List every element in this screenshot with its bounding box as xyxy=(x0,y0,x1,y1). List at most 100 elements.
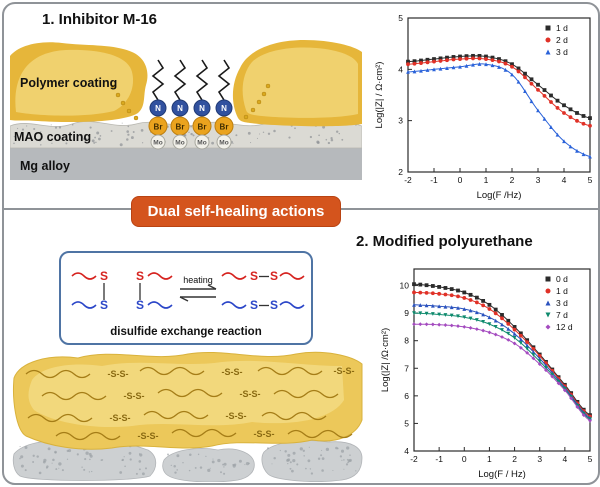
speckle-dot xyxy=(211,141,215,145)
speckle-dot xyxy=(335,130,339,133)
mo-particle xyxy=(194,134,210,150)
sulfur-blue: S xyxy=(250,298,258,312)
x-axis-label: Log(F / Hz) xyxy=(478,469,526,480)
marker-circle xyxy=(545,37,551,43)
marker-triangle xyxy=(471,62,475,67)
speckle-dot xyxy=(287,458,291,462)
chart-text: 3 xyxy=(536,175,541,185)
marker-circle xyxy=(481,303,486,308)
legend-label: 12 d xyxy=(556,322,573,332)
speckle-dot xyxy=(349,454,351,456)
sulfur-red: S xyxy=(250,269,258,283)
speckle-dot xyxy=(45,466,48,469)
polyurethane-coating-highlight xyxy=(28,360,344,428)
marker-triangle-down xyxy=(468,316,473,321)
legend-label: 0 d xyxy=(556,274,568,284)
chart-text: 2 xyxy=(512,454,517,464)
speckle-dot xyxy=(309,135,313,139)
marker-circle xyxy=(575,118,579,123)
marker-triangle-down xyxy=(418,311,423,316)
chain-squiggle xyxy=(157,388,223,398)
speckle-dot xyxy=(222,463,225,466)
marker-triangle xyxy=(516,79,521,84)
marker-diamond xyxy=(412,322,416,327)
speckle-dot xyxy=(91,139,95,143)
speckle-dot xyxy=(192,134,195,137)
speckle-dot xyxy=(33,127,36,131)
speckle-dot xyxy=(341,138,344,141)
marker-diamond xyxy=(474,327,479,332)
speckle-dot xyxy=(291,469,294,473)
chain-squiggle xyxy=(55,431,121,441)
marker-triangle-down xyxy=(481,319,486,324)
blue-chain-squiggle xyxy=(221,301,247,309)
speckle-dot xyxy=(101,459,104,461)
speckle-dot xyxy=(199,466,203,469)
n-headgroup xyxy=(171,99,189,117)
speckle-dot xyxy=(89,458,91,461)
speckle-dot xyxy=(273,129,276,133)
speckle-dot xyxy=(138,453,141,455)
sulfur-blue: S xyxy=(100,298,108,312)
marker-square xyxy=(545,276,551,282)
speckle-dot xyxy=(259,133,261,135)
marker-square xyxy=(437,285,442,289)
legend-label: 2 d xyxy=(556,35,568,45)
speckle-dot xyxy=(287,462,289,465)
speckle-dot xyxy=(99,135,102,137)
marker-circle xyxy=(438,59,443,63)
speckle-dot xyxy=(223,462,227,466)
speckle-dot xyxy=(13,135,16,138)
marker-triangle xyxy=(575,148,579,153)
marker-triangle-down xyxy=(462,315,467,320)
speckle-dot xyxy=(26,125,28,127)
heating-label: heating xyxy=(183,275,213,285)
marker-triangle xyxy=(484,62,488,67)
speckle-dot xyxy=(32,461,35,463)
speckle-dot xyxy=(320,454,323,457)
marker-circle xyxy=(474,300,479,305)
chart-text: -1 xyxy=(435,454,443,464)
alkyl-chain xyxy=(173,59,187,101)
sulfur-red: S xyxy=(136,269,144,283)
marker-square xyxy=(456,288,460,293)
speckle-dot xyxy=(20,464,24,468)
chart-text: -2 xyxy=(410,454,418,464)
chart-text: 0 xyxy=(462,454,467,464)
marker-circle xyxy=(462,296,467,300)
speckle-dot xyxy=(13,142,15,145)
speckle-dot xyxy=(197,453,200,456)
speckle-dot xyxy=(238,459,242,463)
marker-circle xyxy=(451,57,456,62)
marker-triangle xyxy=(474,310,479,315)
marker-triangle-down xyxy=(545,312,551,318)
marker-diamond xyxy=(506,337,511,342)
marker-triangle xyxy=(531,350,536,354)
marker-triangle xyxy=(525,343,530,348)
marker-triangle xyxy=(562,139,566,144)
speckle-dot xyxy=(220,471,222,474)
speckle-dot xyxy=(355,470,357,472)
marker-diamond xyxy=(418,322,423,327)
speckle-dot xyxy=(141,472,145,476)
marker-diamond xyxy=(537,362,542,367)
alkyl-chain xyxy=(217,59,231,101)
marker-triangle-down xyxy=(437,312,442,317)
marker-circle xyxy=(545,288,551,294)
marker-circle xyxy=(425,60,430,65)
panel1-title: 1. Inhibitor M-16 xyxy=(42,11,158,28)
legend-label: 3 d xyxy=(556,47,568,57)
speckle-dot xyxy=(98,137,101,141)
marker-triangle-down xyxy=(493,324,498,329)
marker-diamond xyxy=(562,388,567,393)
marker-square xyxy=(575,111,579,115)
marker-circle xyxy=(464,56,469,61)
marker-circle xyxy=(418,290,423,295)
chart-text: 7 xyxy=(404,363,409,373)
marker-square xyxy=(487,302,492,307)
marker-square xyxy=(484,54,488,59)
speckle-dot xyxy=(325,447,330,452)
marker-triangle-down xyxy=(443,313,448,317)
